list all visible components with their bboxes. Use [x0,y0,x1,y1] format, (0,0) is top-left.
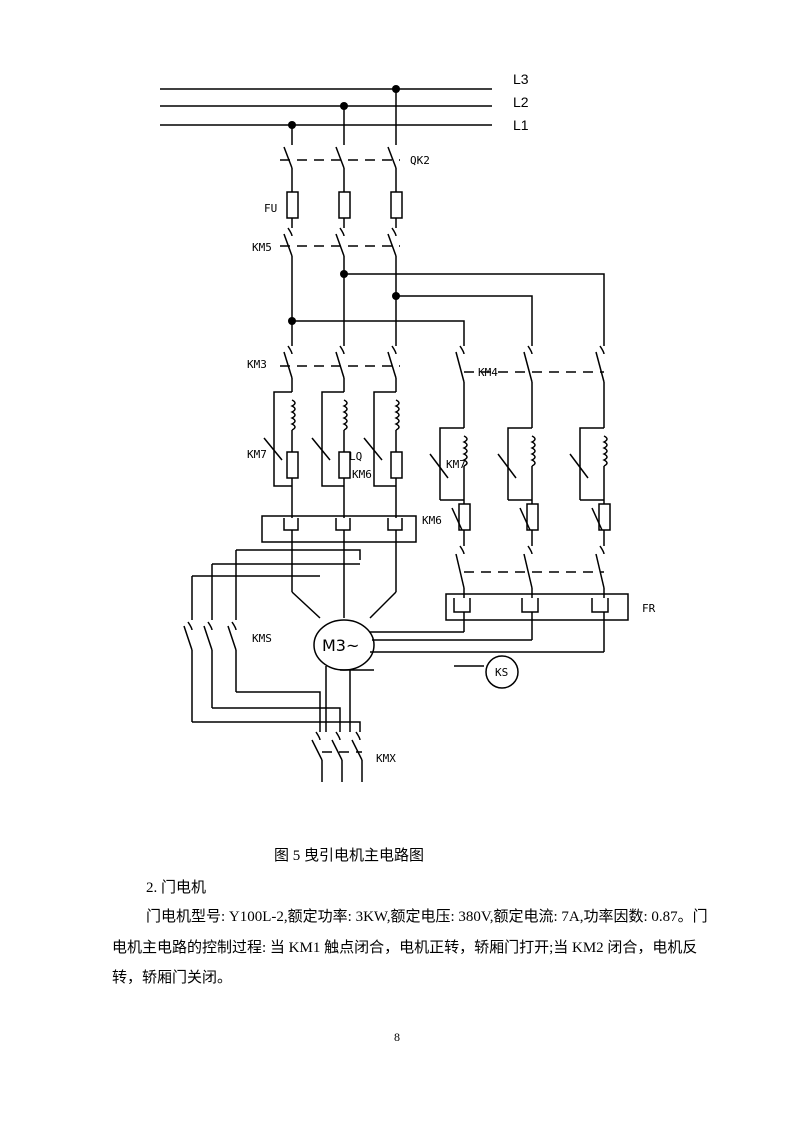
label-km7-right: KM7 [446,458,466,471]
right-reactor-group [429,382,611,589]
qk2-switch [280,146,400,169]
label-kms: KMS [252,632,272,645]
label-km4: KM4 [478,366,498,379]
circuit-diagram: L3 L2 L1 QK2 FU KM5 KM3 [160,71,656,782]
fr-overload [445,588,629,621]
motor-symbol-label: M3~ [322,636,359,655]
label-km7-left: KM7 [247,448,267,461]
label-kmx: KMX [376,752,396,765]
wire [396,295,533,346]
kms-circuit [183,549,361,732]
page-number: 8 [394,1030,400,1044]
label-km6-right: KM6 [422,514,442,527]
label-km5: KM5 [252,241,272,254]
km3-contact [280,345,400,379]
label-km3: KM3 [247,358,267,371]
km5-contact [280,227,400,257]
wire [344,273,605,346]
label-ks: KS [495,666,508,679]
bus-label-l3: L3 [513,71,529,87]
kmx-contact [311,731,363,782]
figure-caption: 图 5 曳引电机主电路图 [274,848,425,864]
left-reactor-group [263,378,403,518]
label-fr: FR [642,602,656,615]
thermal-block-left [261,515,417,608]
body-paragraph: 门电机型号: Y100L-2,额定功率: 3KW,额定电压: 380V,额定电流… [112,909,708,986]
bus-label-l2: L2 [513,94,529,110]
fuse-fu [286,191,403,219]
section-heading: 2. 门电机 [146,880,207,896]
label-qk2: QK2 [410,154,430,167]
ks-sensor [454,655,519,689]
bus-label-l1: L1 [513,117,529,133]
label-km6-mid: KM6 [352,468,372,481]
label-fu: FU [264,202,277,215]
label-lq: LQ [349,450,362,463]
motor-m3 [291,591,605,671]
km4-contact [455,345,605,383]
wire [292,320,465,346]
